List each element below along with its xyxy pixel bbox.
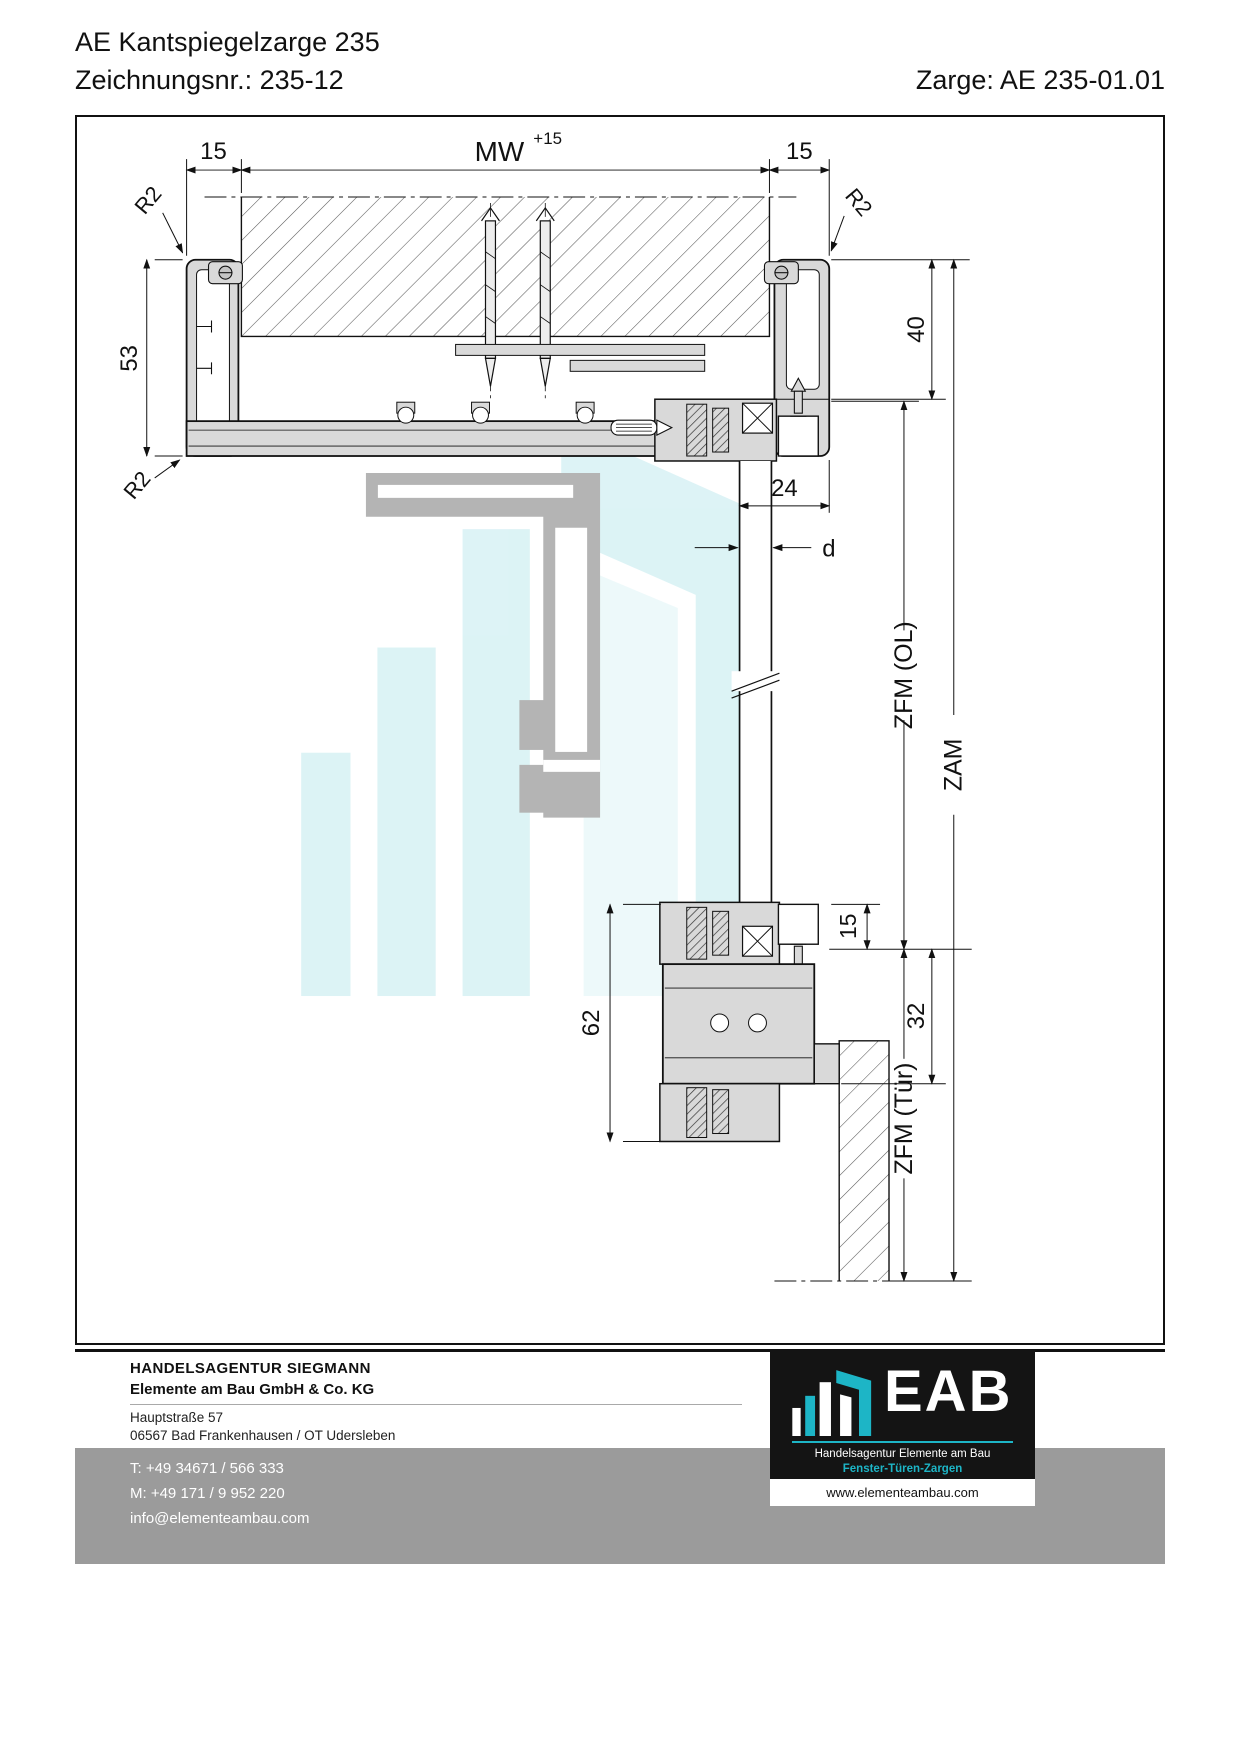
dim-zfm-tuer-label: ZFM (Tür): [890, 1063, 918, 1175]
zarge-id: Zarge: AE 235-01.01: [915, 64, 1165, 95]
dim-panel-thickness-label: d: [822, 536, 835, 563]
logo-website: www.elementeambau.com: [770, 1479, 1035, 1506]
dim-bottom-profile-height-label: 62: [578, 1010, 605, 1037]
logo-subtitle: Handelsagentur Elemente am Bau: [814, 1448, 991, 1460]
masonry-wall: [204, 196, 797, 338]
watermark-door-profile: [365, 472, 601, 818]
footer-divider: [75, 1349, 1165, 1352]
radius-top-right-label: R2: [840, 183, 877, 221]
company-name: Elemente am Bau GmbH & Co. KG: [130, 1381, 375, 1398]
head-frame-profile: [185, 258, 831, 462]
dim-zfm-ol-label: ZFM (OL): [890, 621, 918, 729]
logo-acronym: EAB: [884, 1359, 1013, 1424]
watermark-logo: [301, 423, 768, 997]
doc-title: AE Kantspiegelzarge 235: [75, 27, 380, 57]
eab-logo-icon: [792, 1370, 872, 1436]
door-panel-section: [731, 460, 780, 905]
mobile-number: M: +49 171 / 9 952 220: [130, 1485, 285, 1502]
logo-rule: [792, 1441, 1013, 1443]
section-drawing: 15 MW +15 15 R2 R2 R2 53 40 24 d ZFM (OL…: [116, 129, 972, 1282]
dim-mw-label: MW: [475, 136, 525, 167]
agency-name: HANDELSAGENTUR SIEGMANN: [130, 1360, 371, 1377]
bottom-frame-profile: [659, 901, 840, 1143]
email-address: info@elementeambau.com: [130, 1510, 310, 1527]
dim-offset-right-label: 15: [786, 138, 813, 165]
floor-masonry-block: [774, 1040, 932, 1282]
dim-mw-tolerance-label: +15: [533, 129, 562, 148]
dimensions: [143, 159, 972, 1282]
dim-top-rebate-label: 40: [903, 316, 930, 343]
eab-logo-box: EAB Handelsagentur Elemente am Bau Fenst…: [770, 1350, 1035, 1506]
street-address: Hauptstraße 57: [130, 1410, 224, 1425]
header: AE Kantspiegelzarge 235 Zeichnungsnr.: 2…: [75, 26, 1165, 98]
break-symbol: [731, 671, 780, 699]
phone-number: T: +49 34671 / 566 333: [130, 1460, 284, 1477]
dim-bottom-rebate-label: 15: [835, 914, 861, 939]
dim-rebate-width-label: 24: [771, 475, 798, 502]
radius-bottom-left-label: R2: [118, 466, 155, 504]
drawing-number: Zeichnungsnr.: 235-12: [75, 64, 344, 95]
dim-floor-clearance-label: 32: [903, 1003, 930, 1030]
dim-zam-label: ZAM: [940, 739, 968, 792]
dim-frame-height-label: 53: [116, 345, 143, 372]
drawing-area: 15 MW +15 15 R2 R2 R2 53 40 24 d ZFM (OL…: [75, 115, 1165, 1345]
radius-top-left-label: R2: [129, 181, 166, 219]
dim-offset-left-label: 15: [200, 138, 227, 165]
address-divider: [130, 1404, 742, 1405]
logo-tagline: Fenster-Türen-Zargen: [842, 1463, 963, 1475]
city-address: 06567 Bad Frankenhausen / OT Udersleben: [130, 1428, 396, 1443]
